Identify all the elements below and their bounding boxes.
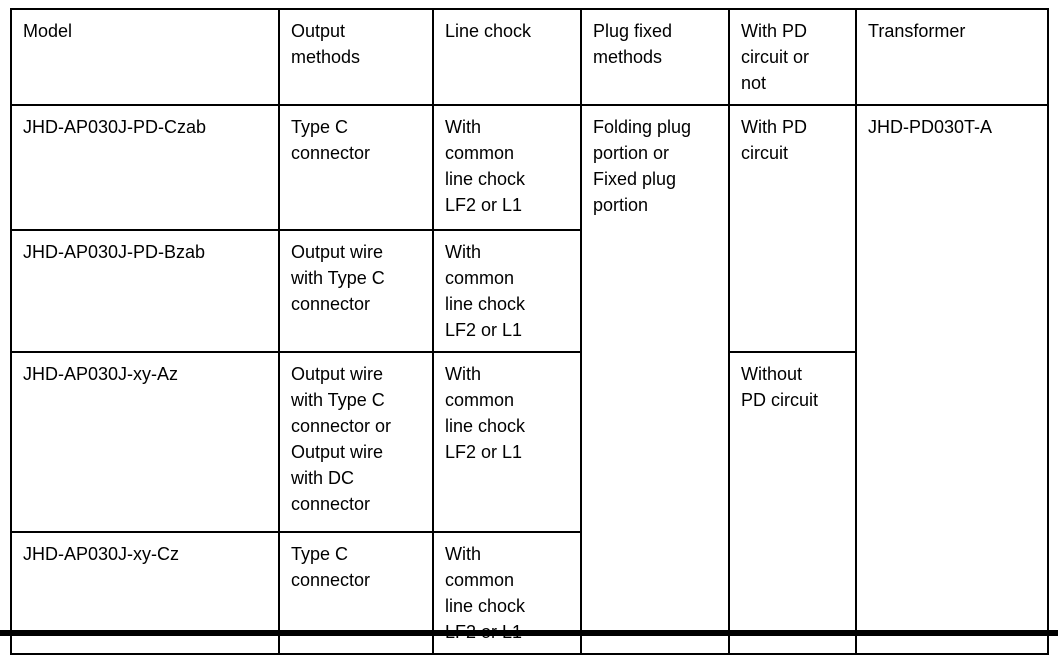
header-cell-output-methods: Output methods: [278, 8, 434, 106]
page-bottom-rule: [0, 630, 1058, 636]
cell-pd-with-merged: With PD circuit: [728, 104, 857, 353]
cell-plug-fixed-merged: Folding plug portion or Fixed plug porti…: [580, 104, 730, 655]
header-cell-line-chock: Line chock: [432, 8, 582, 106]
cell-output-row1: Type C connector: [278, 104, 434, 231]
header-cell-model: Model: [10, 8, 280, 106]
cell-model-row3: JHD-AP030J-xy-Az: [10, 351, 280, 533]
cell-chock-row3: With common line chock LF2 or L1: [432, 351, 582, 533]
header-cell-pd-circuit: With PD circuit or not: [728, 8, 857, 106]
table-header-row: Model Output methods Line chock Plug fix…: [10, 8, 1049, 106]
cell-model-row1: JHD-AP030J-PD-Czab: [10, 104, 280, 231]
model-spec-table: Model Output methods Line chock Plug fix…: [10, 8, 1049, 655]
cell-chock-row1: With common line chock LF2 or L1: [432, 104, 582, 231]
cell-pd-without-merged: Without PD circuit: [728, 351, 857, 655]
cell-transformer-merged: JHD-PD030T-A: [855, 104, 1049, 655]
cell-output-row3: Output wire with Type C connector or Out…: [278, 351, 434, 533]
cell-chock-row2: With common line chock LF2 or L1: [432, 229, 582, 353]
table-row: JHD-AP030J-PD-Czab Type C connector With…: [10, 104, 1049, 655]
cell-model-row2: JHD-AP030J-PD-Bzab: [10, 229, 280, 353]
table-row: JHD-AP030J-PD-Bzab Output wire with Type…: [10, 229, 1048, 353]
cell-output-row2: Output wire with Type C connector: [278, 229, 434, 353]
header-cell-plug-fixed-methods: Plug fixed methods: [580, 8, 730, 106]
header-cell-transformer: Transformer: [855, 8, 1049, 106]
